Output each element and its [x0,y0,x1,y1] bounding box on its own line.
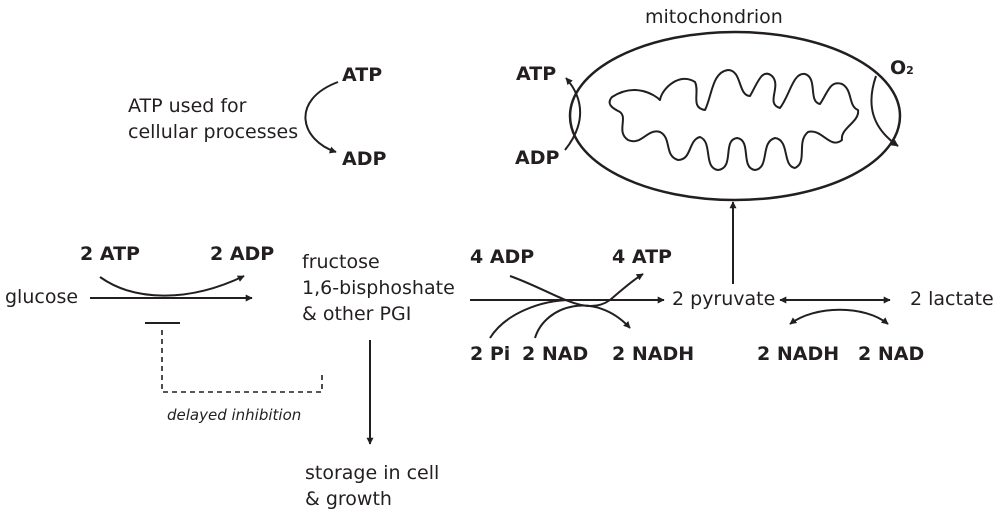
adp-atp-production-curve [509,273,644,308]
mitochondrion-label: mitochondrion [645,6,783,28]
adp-top-label: ADP [342,148,387,170]
two-nadh-label: 2 NADH [612,343,695,365]
o2-subscript: 2 [906,64,914,77]
mito-adp-label: ADP [515,147,560,169]
delayed-inhibition-label: delayed inhibition [167,406,302,424]
fructose-label-line3: & other PGI [302,303,412,325]
glucose-label: glucose [5,286,79,308]
mito-atp-label: ATP [516,63,557,85]
delayed-inhibition-dashed-line [161,330,323,393]
mito-adp-atp-curve [564,77,582,151]
two-nadh-right-label: 2 NADH [757,343,840,365]
fructose-label-line1: fructose [302,251,380,273]
four-atp-label: 4 ATP [612,246,672,268]
mitochondrion-outer-membrane [568,30,902,202]
o2-curve [870,75,899,147]
atp-adp-consumption-curve [99,275,245,297]
pi-curve [489,299,573,339]
atp-top-label: ATP [342,64,383,86]
fructose-label-line2: 1,6-bisphoshate [302,277,455,299]
four-adp-label: 4 ADP [470,246,535,268]
two-adp-label: 2 ADP [210,243,275,265]
atp-to-adp-curve [304,81,339,154]
nadh-nad-curve [789,308,889,325]
two-atp-label: 2 ATP [80,243,140,265]
storage-label-line1: storage in cell [305,462,440,484]
o2-label: O2 [890,57,914,80]
mitochondrion-cristae [608,69,860,171]
nad-nadh-curve [534,304,631,339]
two-nad-label: 2 NAD [522,343,589,365]
two-lactate-label: 2 lactate [910,288,994,310]
cellular-processes-label: cellular processes [128,121,299,143]
o2-text: O [890,57,907,79]
two-pi-label: 2 Pi [470,343,511,365]
two-nad-right-label: 2 NAD [858,343,925,365]
atp-used-label: ATP used for [128,95,247,117]
two-pyruvate-label: 2 pyruvate [672,288,776,310]
storage-label-line2: & growth [305,488,392,510]
